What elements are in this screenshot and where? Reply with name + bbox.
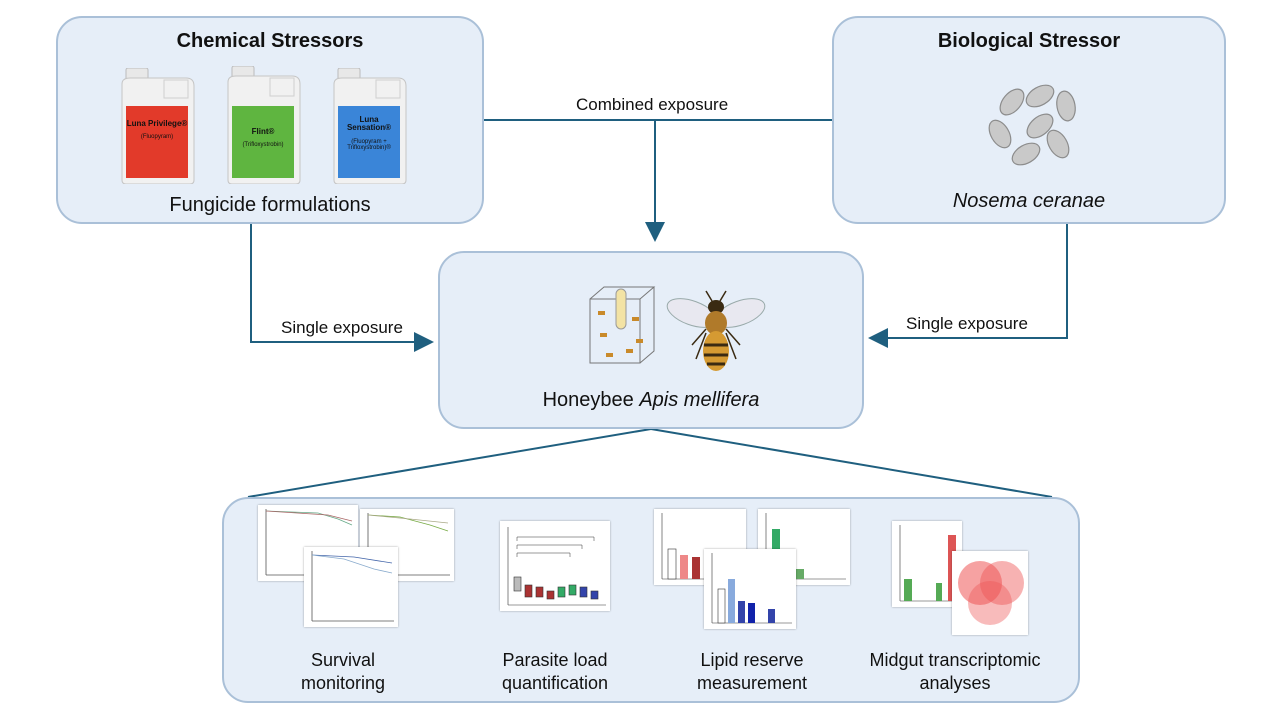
- outcome-line: quantification: [501, 673, 609, 694]
- outcome-transcriptomic-label: Midgut transcriptomic analyses: [850, 649, 1060, 696]
- outcome-line: monitoring: [300, 673, 386, 694]
- fungicide-jug-luna-sensation: Luna Sensation® (Fluopyram + Trifloxystr…: [332, 67, 408, 185]
- outcome-parasite-label: Parasite load quantification: [480, 649, 630, 696]
- honeybee-icon: [666, 290, 766, 371]
- chemical-stressors-subtitle: Fungicide formulations: [169, 194, 371, 216]
- venn-diagram-thumbnail: [952, 551, 1028, 635]
- jug-icon: [121, 67, 195, 185]
- funnel-right: [650, 428, 1053, 498]
- outcome-line: Midgut transcriptomic: [869, 650, 1041, 670]
- fungicide-jug-flint: Flint® (Trifloxystrobin): [226, 65, 302, 185]
- honeybee-label-prefix: Honeybee: [542, 389, 640, 411]
- outcome-lipid-label: Lipid reserve measurement: [672, 649, 832, 696]
- product-ingredient: (Fluopyram): [140, 134, 174, 141]
- outcome-line: analyses: [919, 673, 991, 694]
- chemical-stressors-title: Chemical Stressors: [176, 30, 364, 52]
- single-exposure-left-arrow: [250, 224, 434, 352]
- biological-stressor-panel: Biological Stressor Nosema ceranae: [832, 16, 1226, 224]
- biological-stressor-title: Biological Stressor: [937, 30, 1121, 52]
- lipid-reserve-chart-thumbnail: [704, 549, 796, 629]
- outcome-line: Lipid reserve: [700, 650, 804, 670]
- product-ingredient: (Trifloxystrobin): [242, 142, 284, 149]
- product-ingredient: (Fluopyram + Trifloxystrobin)®: [347, 138, 391, 152]
- jug-icon: [227, 65, 301, 185]
- outcome-line: Parasite load: [502, 650, 608, 670]
- outcome-line: Survival: [310, 650, 376, 670]
- survival-chart-thumbnail: [304, 547, 398, 627]
- outcome-survival-label: Survival monitoring: [268, 649, 418, 696]
- nosema-spores-icon: [988, 84, 1076, 166]
- parasite-load-chart-thumbnail: [500, 521, 610, 611]
- product-name: Luna Privilege®: [126, 119, 188, 128]
- funnel-left: [247, 428, 652, 498]
- product-name: Flint®: [251, 127, 275, 136]
- honeybee-panel: Honeybee Apis mellifera: [438, 251, 864, 429]
- chemical-stressors-panel: Chemical Stressors Luna Privilege® (Fluo…: [56, 16, 484, 224]
- biological-stressor-subtitle: Nosema ceranae: [952, 190, 1106, 212]
- product-name: Luna Sensation®: [346, 115, 392, 133]
- outcome-line: measurement: [696, 673, 808, 694]
- fungicide-jug-luna-privilege: Luna Privilege® (Fluopyram): [120, 67, 196, 185]
- honeybee-label-species: Apis mellifera: [639, 389, 760, 411]
- combined-exposure-label: Combined exposure: [576, 95, 729, 114]
- single-exposure-left-label: Single exposure: [281, 318, 403, 337]
- outcomes-panel: Survival monitoring Parasite load quantifi…: [222, 497, 1080, 703]
- cage-icon: [589, 286, 656, 364]
- single-exposure-right-label: Single exposure: [906, 314, 1028, 333]
- honeybee-label: Honeybee Apis mellifera: [440, 389, 862, 412]
- single-exposure-right-arrow: [868, 224, 1068, 348]
- jug-icon: [333, 67, 407, 185]
